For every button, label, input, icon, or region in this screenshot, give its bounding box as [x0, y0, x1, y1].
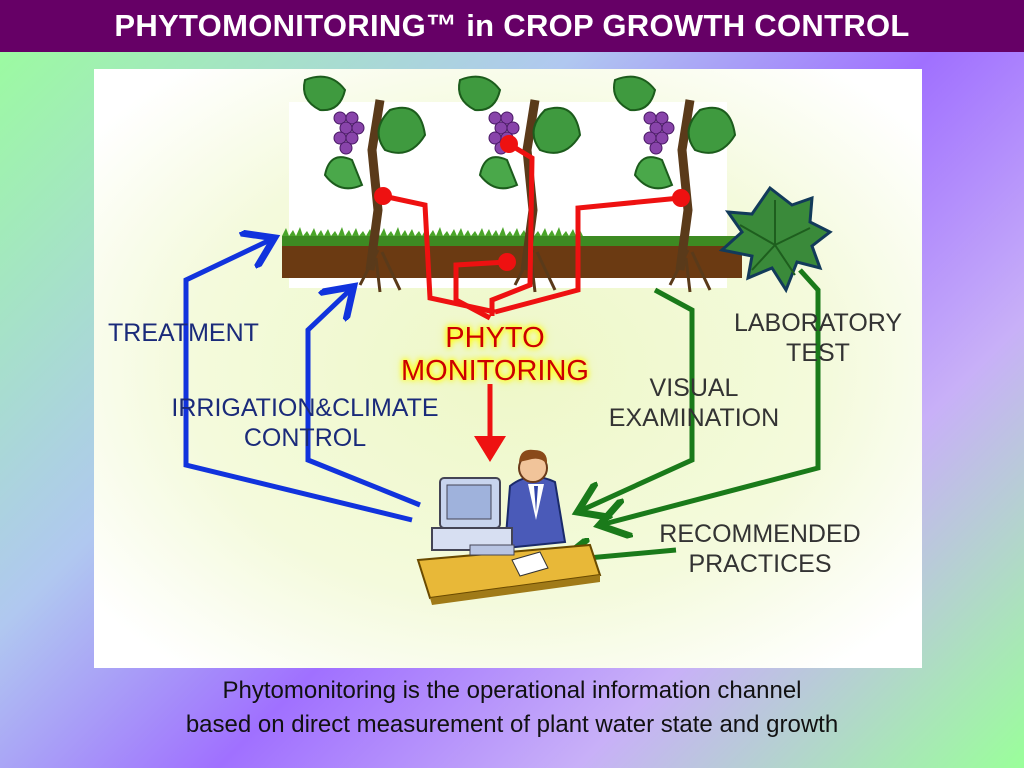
visual-examination-label: VISUAL EXAMINATION [596, 373, 792, 433]
phyto-label-line1: PHYTO [445, 322, 545, 354]
recommended-practices-label: RECOMMENDED PRACTICES [646, 519, 874, 579]
treatment-arrows [183, 240, 421, 523]
sensor-dots [374, 135, 690, 271]
caption-line1: Phytomonitoring is the operational infor… [222, 677, 802, 704]
grapevine-1 [303, 75, 427, 293]
slide-caption: Phytomonitoring is the operational infor… [0, 674, 1024, 742]
visual-label-line1: VISUAL [649, 374, 739, 402]
irrigation-label-line1: IRRIGATION&CLIMATE [171, 394, 439, 422]
phytomonitoring-label: PHYTO MONITORING [385, 322, 605, 388]
recommended-label-line1: RECOMMENDED [659, 520, 861, 548]
visual-label-line2: EXAMINATION [608, 404, 780, 432]
recommended-label-line2: PRACTICES [688, 550, 832, 578]
laboratory-label-line1: LABORATORY [733, 309, 903, 337]
phyto-label-line2: MONITORING [401, 355, 589, 387]
irrigation-climate-label: IRRIGATION&CLIMATE CONTROL [152, 393, 458, 453]
sensor-lines [382, 141, 681, 440]
caption-line2: based on direct measurement of plant wat… [185, 711, 839, 738]
slide-title: PHYTOMONITORING™ in CROP GROWTH CONTROL [0, 0, 1024, 52]
laboratory-label-line2: TEST [786, 339, 850, 367]
irrigation-label-line2: CONTROL [243, 424, 367, 452]
operator-at-computer-illustration [416, 449, 602, 605]
treatment-label: TREATMENT [108, 319, 259, 347]
grape-leaf-icon [718, 185, 833, 294]
phyto-down-arrow [474, 436, 506, 462]
laboratory-test-label: LABORATORY TEST [722, 308, 914, 368]
grapevine-3 [613, 75, 737, 293]
